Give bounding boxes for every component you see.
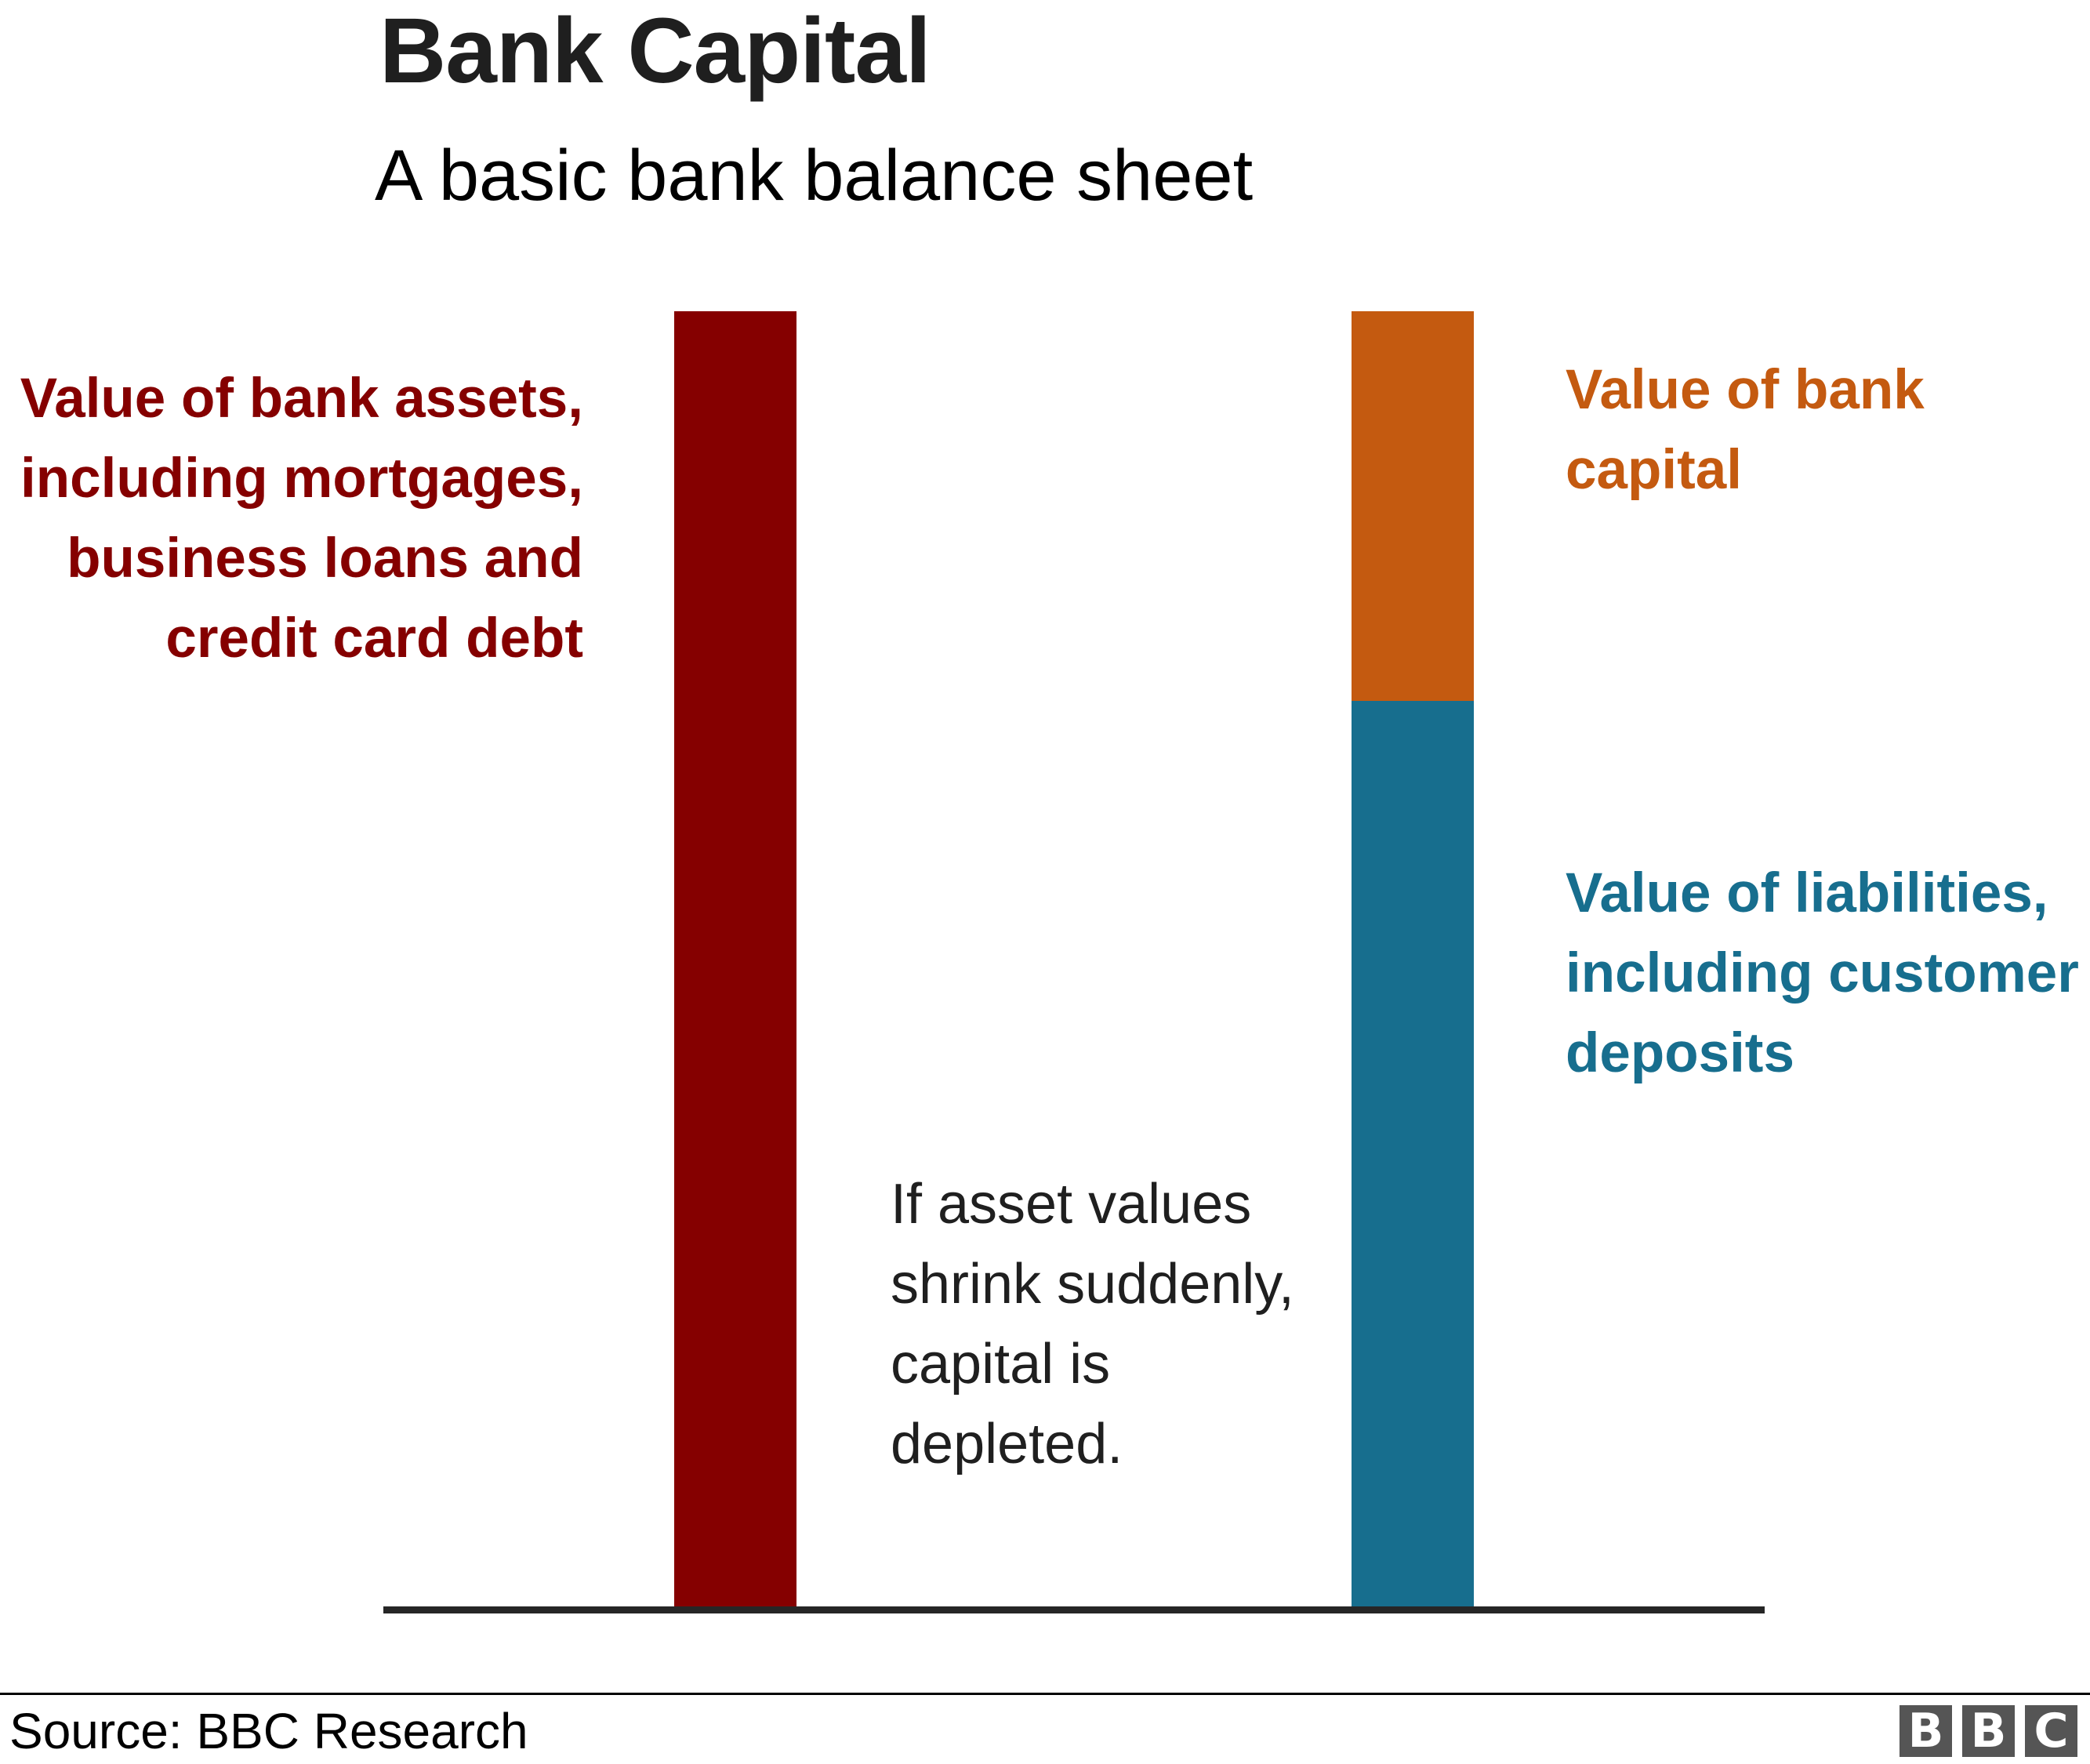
liabilities-bar-segment bbox=[1352, 701, 1474, 1610]
bbc-logo-block-b1: B bbox=[1900, 1705, 1952, 1757]
chart-title: Bank Capital bbox=[379, 0, 931, 103]
capital-label-line: Value of bank bbox=[1566, 359, 1925, 421]
assets-label-line: Value of bank assets, bbox=[20, 368, 583, 430]
assets-label-line: including mortgages, bbox=[20, 448, 583, 510]
bbc-logo-block-b2: B bbox=[1962, 1705, 2015, 1757]
assets-label-line: business loans and bbox=[67, 528, 583, 590]
source-text: Source: BBC Research bbox=[9, 1703, 528, 1759]
capital-label: Value of bank capital bbox=[1566, 350, 1925, 510]
annotation-text: If asset values shrink suddenly, capital… bbox=[891, 1164, 1294, 1484]
annotation-line: If asset values bbox=[891, 1173, 1252, 1236]
chart-subtitle: A basic bank balance sheet bbox=[375, 136, 1254, 216]
liabilities-label-line: including customer bbox=[1566, 942, 2079, 1004]
liabilities-label: Value of liabilities, including customer… bbox=[1566, 854, 2079, 1094]
assets-label-line: credit card debt bbox=[165, 608, 583, 670]
assets-bar bbox=[674, 311, 796, 1610]
liabilities-label-line: Value of liabilities, bbox=[1566, 862, 2048, 924]
bbc-logo: B B C bbox=[1900, 1705, 2077, 1757]
liabilities-label-line: deposits bbox=[1566, 1022, 1794, 1084]
annotation-line: capital is bbox=[891, 1333, 1111, 1396]
annotation-line: shrink suddenly, bbox=[891, 1253, 1294, 1316]
bbc-logo-block-c: C bbox=[2025, 1705, 2077, 1757]
annotation-line: depleted. bbox=[891, 1413, 1123, 1475]
x-axis-line bbox=[383, 1606, 1765, 1613]
capital-label-line: capital bbox=[1566, 439, 1742, 501]
assets-label: Value of bank assets, including mortgage… bbox=[20, 359, 583, 679]
capital-bar-segment bbox=[1352, 311, 1474, 701]
footer-divider bbox=[0, 1693, 2090, 1695]
